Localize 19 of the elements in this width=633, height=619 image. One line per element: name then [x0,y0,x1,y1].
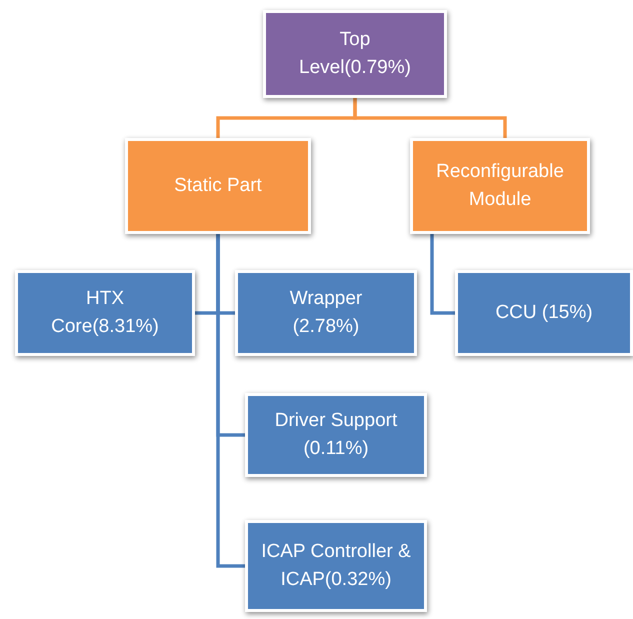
box-label: Top Level(0.79%) [298,28,412,80]
box-label: Driver Support (0.11%) [274,409,398,461]
component-box [455,270,633,356]
module-box [410,138,590,234]
component-box [235,270,417,356]
connector-line [216,234,245,568]
box-label: CCU (15%) [495,301,593,326]
component-box [15,270,195,356]
component-box [245,393,427,477]
module-box [125,138,311,234]
box-label: Static Part [174,174,262,198]
connector-line [353,98,507,138]
connector-line [430,234,455,315]
box-label: ICAP Controller & ICAP(0.32%) [260,540,412,592]
box-label: Reconfigurable Module [435,160,565,212]
box-label: Wrapper (2.78%) [288,287,364,339]
box-label: HTX Core(8.31%) [50,287,160,339]
top-level-box [263,10,447,98]
component-box [245,520,427,612]
